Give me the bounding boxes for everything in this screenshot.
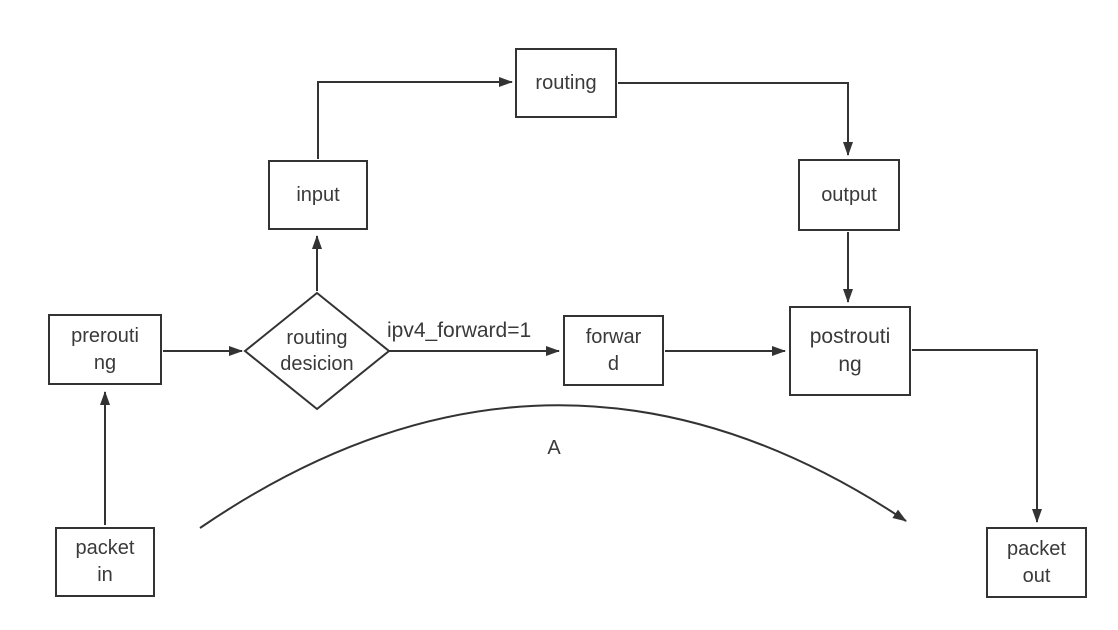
connector-routing-output [618, 82, 853, 156]
node-packet-out: packet out [986, 527, 1087, 598]
node-routing-decision-label: routing desicion [280, 327, 354, 375]
routing-decision-diamond-shape [243, 291, 391, 411]
node-forward: forwar d [563, 315, 664, 386]
node-packet-in: packet in [55, 527, 155, 597]
connector-postrouting-packetout [912, 349, 1042, 523]
node-routing: routing [515, 48, 617, 118]
connector-curve-a [199, 404, 907, 529]
edge-label-ipv4-forward: ipv4_forward=1 [387, 319, 532, 342]
connector-input-routing [317, 77, 513, 159]
node-postrouting: postrouti ng [789, 306, 911, 396]
node-input: input [268, 160, 368, 230]
node-prerouting: prerouti ng [48, 314, 162, 385]
node-output: output [798, 159, 900, 231]
edge-label-a: A [547, 437, 561, 459]
